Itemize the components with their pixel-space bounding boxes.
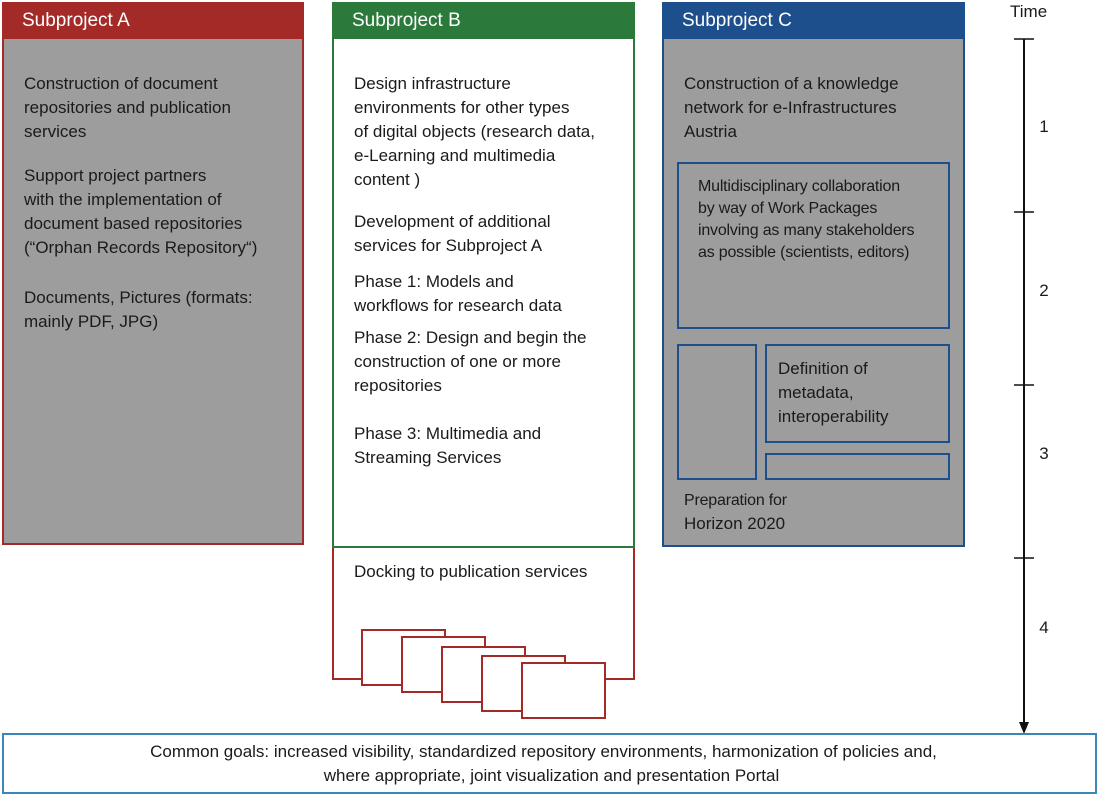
text-line: content ) bbox=[354, 170, 421, 189]
subproject-a-paragraph-3: Documents, Pictures (formats: mainly PDF… bbox=[24, 286, 253, 334]
subproject-a-title: Subproject A bbox=[22, 10, 130, 31]
text-line: interoperability bbox=[778, 407, 889, 426]
text-line: Design infrastructure bbox=[354, 74, 511, 93]
text-line: Support project partners bbox=[24, 166, 207, 185]
text-line: Phase 3: Multimedia and bbox=[354, 424, 542, 443]
placeholder-box bbox=[677, 344, 757, 480]
subproject-b-paragraph-1: Design infrastructure environments for o… bbox=[354, 72, 595, 192]
subproject-c-header: Subproject C bbox=[662, 2, 965, 39]
text-line: involving as many stakeholders bbox=[698, 222, 915, 239]
text-line: Documents, Pictures (formats: bbox=[24, 288, 253, 307]
metadata-text: Definition of metadata, interoperability bbox=[778, 357, 889, 429]
text-line: Construction of a knowledge bbox=[684, 74, 899, 93]
text-line: environments for other types bbox=[354, 98, 570, 117]
text-line: services bbox=[24, 122, 87, 141]
collaboration-text: Multidisciplinary collaboration by way o… bbox=[698, 176, 915, 264]
subproject-a-header: Subproject A bbox=[2, 2, 304, 39]
docking-label: Docking to publication services bbox=[354, 562, 588, 581]
phase-2-label: 2 bbox=[1039, 281, 1049, 300]
text-line: (“Orphan Records Repository“) bbox=[24, 238, 258, 257]
text-line: e-Learning and multimedia bbox=[354, 146, 556, 165]
text-line: Phase 1: Models and bbox=[354, 272, 514, 291]
text-line: services for Subproject A bbox=[354, 236, 543, 255]
subproject-b-title: Subproject B bbox=[352, 10, 461, 31]
subproject-a-box bbox=[2, 2, 304, 545]
phase-1-label: 1 bbox=[1039, 117, 1049, 136]
text-line: Horizon 2020 bbox=[684, 514, 786, 533]
text-line: repositories bbox=[354, 376, 442, 395]
text-line: Phase 2: Design and begin the bbox=[354, 328, 587, 347]
text-line: Streaming Services bbox=[354, 448, 502, 467]
text-line: of digital objects (research data, bbox=[354, 122, 595, 141]
text-line: Construction of document bbox=[24, 74, 218, 93]
common-goals-line-2: where appropriate, joint visualization a… bbox=[323, 766, 780, 785]
phase-3-label: 3 bbox=[1039, 444, 1049, 463]
time-label: Time bbox=[1010, 2, 1048, 21]
text-line: Austria bbox=[684, 122, 737, 141]
text-line: metadata, bbox=[778, 383, 854, 402]
subproject-b-phase-1: Phase 1: Models and workflows for resear… bbox=[354, 270, 562, 318]
subproject-a-paragraph-2: Support project partners with the implem… bbox=[24, 164, 257, 260]
horizon-text: Preparation for Horizon 2020 bbox=[684, 490, 787, 536]
text-line: as possible (scientists, editors) bbox=[698, 244, 910, 261]
text-line: Definition of bbox=[778, 359, 868, 378]
timeline-arrowhead bbox=[1019, 722, 1029, 734]
common-goals-box: Common goals: increased visibility, stan… bbox=[2, 733, 1097, 794]
text-line: network for e-Infrastructures bbox=[684, 98, 897, 117]
collaboration-box bbox=[677, 162, 950, 329]
subproject-b-header: Subproject B bbox=[332, 2, 635, 39]
text-line: by way of Work Packages bbox=[698, 200, 878, 217]
text-line: mainly PDF, JPG) bbox=[24, 312, 159, 331]
text-line: document based repositories bbox=[24, 214, 243, 233]
subproject-a-paragraph-1: Construction of document repositories an… bbox=[24, 72, 231, 144]
text-line: with the implementation of bbox=[24, 190, 222, 209]
text-line: Development of additional bbox=[354, 212, 551, 231]
subproject-c-paragraph-1: Construction of a knowledge network for … bbox=[684, 72, 899, 144]
document-icon bbox=[521, 662, 606, 719]
subproject-b-phase-3: Phase 3: Multimedia and Streaming Servic… bbox=[354, 422, 541, 470]
timeline-axis bbox=[1014, 38, 1034, 734]
subproject-b-paragraph-2: Development of additional services for S… bbox=[354, 210, 551, 258]
text-line: Preparation for bbox=[684, 492, 787, 509]
small-empty-box bbox=[765, 453, 950, 480]
subproject-b-phase-2: Phase 2: Design and begin the constructi… bbox=[354, 326, 587, 398]
text-line: repositories and publication bbox=[24, 98, 231, 117]
common-goals-line-1: Common goals: increased visibility, stan… bbox=[150, 742, 937, 761]
text-line: construction of one or more bbox=[354, 352, 561, 371]
subproject-c-title: Subproject C bbox=[682, 10, 792, 31]
metadata-box bbox=[765, 344, 950, 443]
text-line: workflows for research data bbox=[354, 296, 562, 315]
text-line: Multidisciplinary collaboration bbox=[698, 178, 900, 195]
phase-4-label: 4 bbox=[1039, 618, 1049, 637]
